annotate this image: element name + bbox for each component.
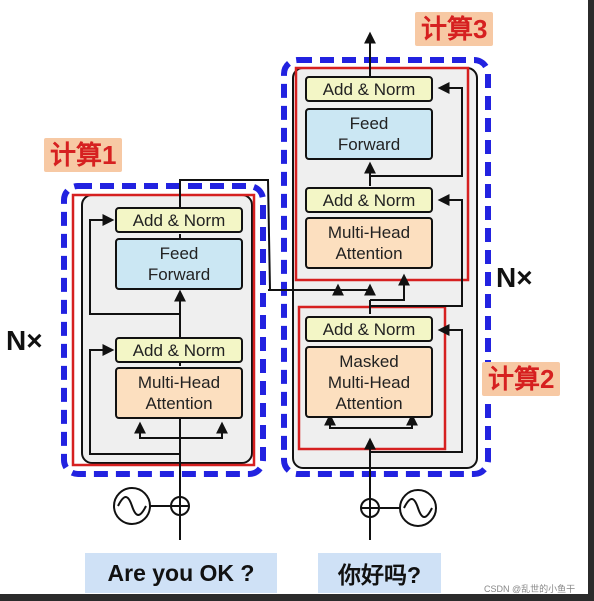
bottom-edge-bar xyxy=(0,594,594,601)
decoder-feed-forward: Feed Forward xyxy=(305,108,433,160)
decoder-multi-head-attention: Multi-Head Attention xyxy=(305,217,433,269)
encoder-dashed-outline xyxy=(61,183,266,477)
decoder-positional-encoding xyxy=(360,489,437,540)
watermark: CSDN @乱世的小鱼干 xyxy=(484,584,576,594)
decoder-add-norm-bottom: Add & Norm xyxy=(305,316,433,342)
calc2-label: 计算2 xyxy=(482,362,561,396)
calc1-red-outline xyxy=(71,193,256,467)
encoder-add-norm-bottom: Add & Norm xyxy=(115,337,243,363)
decoder-add-norm-top: Add & Norm xyxy=(305,76,433,102)
decoder-masked-multi-head-attention: Masked Multi-Head Attention xyxy=(305,346,433,418)
calc3-red-outline xyxy=(294,66,470,282)
calc3-label: 计算3 xyxy=(415,12,494,46)
calc1-label: 计算1 xyxy=(44,138,123,172)
encoder-input-label: Are you OK ? xyxy=(85,553,277,593)
encoder-add-norm-top: Add & Norm xyxy=(115,207,243,233)
encoder-positional-encoding xyxy=(113,487,190,540)
decoder-dashed-outline xyxy=(281,57,491,477)
encoder-block xyxy=(81,194,253,464)
decoder-nx-label: N× xyxy=(496,262,533,293)
right-edge-bar xyxy=(588,0,594,601)
encoder-arrows xyxy=(89,179,376,500)
decoder-add-norm-mid: Add & Norm xyxy=(305,187,433,213)
encoder-feed-forward: Feed Forward xyxy=(115,238,243,290)
decoder-arrows xyxy=(324,31,463,500)
encoder-multi-head-attention: Multi-Head Attention xyxy=(115,367,243,419)
encoder-nx-label: N× xyxy=(6,325,43,356)
decoder-input-label: 你好吗? xyxy=(318,553,441,593)
